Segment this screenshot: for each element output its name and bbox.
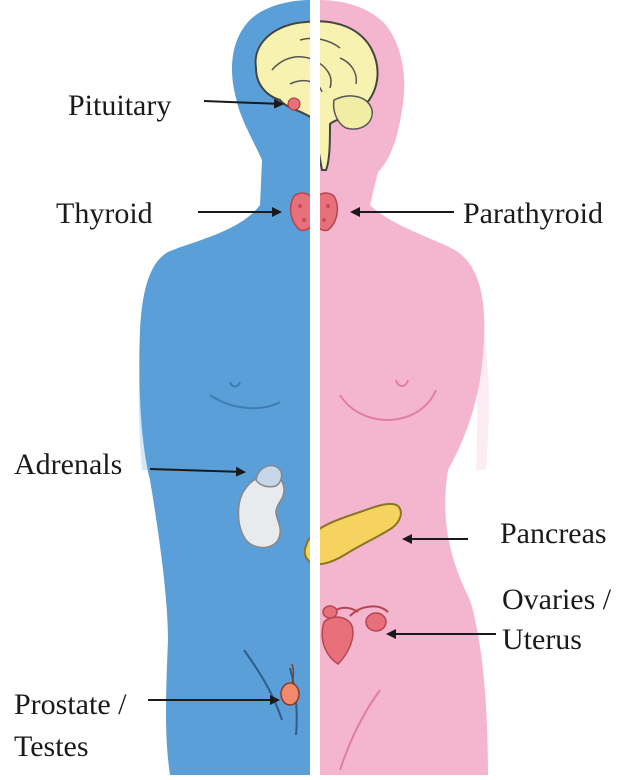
label-pituitary: Pituitary <box>68 88 171 124</box>
ovary-left <box>323 606 337 618</box>
label-parathyroid: Parathyroid <box>463 196 603 232</box>
label-adrenals: Adrenals <box>14 447 122 483</box>
pituitary-gland <box>288 98 300 110</box>
thyroid-spot-1 <box>298 204 302 208</box>
thyroid-spot-3 <box>302 218 306 222</box>
testes <box>281 683 299 705</box>
label-pancreas: Pancreas <box>500 516 607 552</box>
label-ovaries-line2: Uterus <box>502 620 611 660</box>
label-ovaries-uterus: Ovaries / Uterus <box>502 580 611 660</box>
label-prostate-line2: Testes <box>14 726 127 768</box>
label-thyroid: Thyroid <box>56 196 153 232</box>
ovary-right <box>366 613 386 631</box>
center-divider <box>310 0 320 775</box>
label-prostate-line1: Prostate / <box>14 684 127 726</box>
thyroid-spot-4 <box>322 218 326 222</box>
thyroid-spot-2 <box>326 204 330 208</box>
label-prostate-testes: Prostate / Testes <box>14 684 127 768</box>
label-ovaries-line1: Ovaries / <box>502 580 611 620</box>
